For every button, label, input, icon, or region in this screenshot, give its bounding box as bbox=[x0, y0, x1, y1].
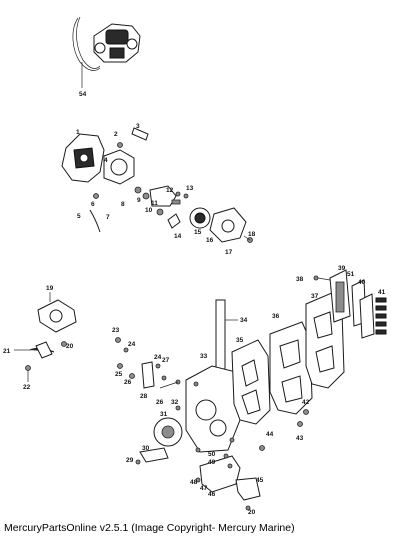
callout-39: 39 bbox=[338, 265, 346, 272]
callout-26b: 26 bbox=[156, 399, 164, 406]
callout-33: 33 bbox=[200, 353, 208, 360]
callout-5: 5 bbox=[77, 213, 81, 220]
callout-12: 12 bbox=[166, 187, 174, 194]
callout-1: 1 bbox=[76, 129, 80, 136]
callout-32: 32 bbox=[171, 399, 179, 406]
linkage-group bbox=[14, 292, 76, 382]
callout-16: 16 bbox=[206, 237, 214, 244]
callout-20b: 20 bbox=[248, 509, 256, 516]
callout-26a: 26 bbox=[124, 379, 132, 386]
intake-and-reed-assembly bbox=[116, 270, 387, 510]
callout-54: 54 bbox=[79, 91, 87, 98]
callout-42: 42 bbox=[302, 399, 310, 406]
callout-24a: 24 bbox=[128, 341, 136, 348]
callout-40: 40 bbox=[358, 279, 366, 286]
callout-19: 19 bbox=[46, 285, 54, 292]
callout-44: 44 bbox=[266, 431, 274, 438]
callout-41: 41 bbox=[378, 289, 386, 296]
callout-50: 50 bbox=[208, 451, 216, 458]
callout-45: 45 bbox=[256, 477, 264, 484]
callout-27: 27 bbox=[162, 357, 170, 364]
callout-31: 31 bbox=[160, 411, 168, 418]
callout-35: 35 bbox=[236, 337, 244, 344]
callout-25: 25 bbox=[115, 371, 123, 378]
callout-6: 6 bbox=[91, 201, 95, 208]
callout-labels: 54 1 2 3 4 5 6 7 8 9 10 11 12 13 14 15 1… bbox=[3, 91, 386, 516]
callout-17: 17 bbox=[225, 249, 233, 256]
callout-11: 11 bbox=[151, 200, 158, 207]
callout-10: 10 bbox=[145, 207, 153, 214]
callout-4: 4 bbox=[104, 157, 108, 164]
callout-28: 28 bbox=[140, 393, 148, 400]
callout-24b: 24 bbox=[154, 354, 162, 361]
callout-15: 15 bbox=[194, 229, 202, 236]
callout-3: 3 bbox=[136, 123, 140, 130]
callout-18: 18 bbox=[248, 231, 256, 238]
callout-46: 46 bbox=[208, 491, 216, 498]
callout-22: 22 bbox=[23, 384, 31, 391]
callout-30: 30 bbox=[142, 445, 150, 452]
callout-47: 47 bbox=[200, 485, 208, 492]
callout-2: 2 bbox=[114, 131, 118, 138]
callout-43: 43 bbox=[296, 435, 304, 442]
callout-14: 14 bbox=[174, 233, 182, 240]
callout-38: 38 bbox=[296, 276, 304, 283]
callout-29: 29 bbox=[126, 457, 134, 464]
callout-21: 21 bbox=[3, 348, 11, 355]
callout-20: 20 bbox=[66, 343, 74, 350]
callout-48: 48 bbox=[190, 479, 198, 486]
callout-34: 34 bbox=[240, 317, 248, 324]
callout-9: 9 bbox=[137, 197, 141, 204]
callout-51: 51 bbox=[347, 271, 355, 278]
callout-8: 8 bbox=[121, 201, 125, 208]
callout-13: 13 bbox=[186, 185, 194, 192]
top-carburetor-assembly bbox=[73, 17, 140, 88]
callout-49: 49 bbox=[208, 459, 216, 466]
image-caption: MercuryPartsOnline v2.5.1 (Image Copyrig… bbox=[4, 522, 295, 534]
callout-37: 37 bbox=[311, 293, 319, 300]
callout-23: 23 bbox=[112, 327, 120, 334]
carburetor-assembly bbox=[62, 128, 253, 243]
callout-36: 36 bbox=[272, 313, 280, 320]
callout-7: 7 bbox=[106, 214, 110, 221]
